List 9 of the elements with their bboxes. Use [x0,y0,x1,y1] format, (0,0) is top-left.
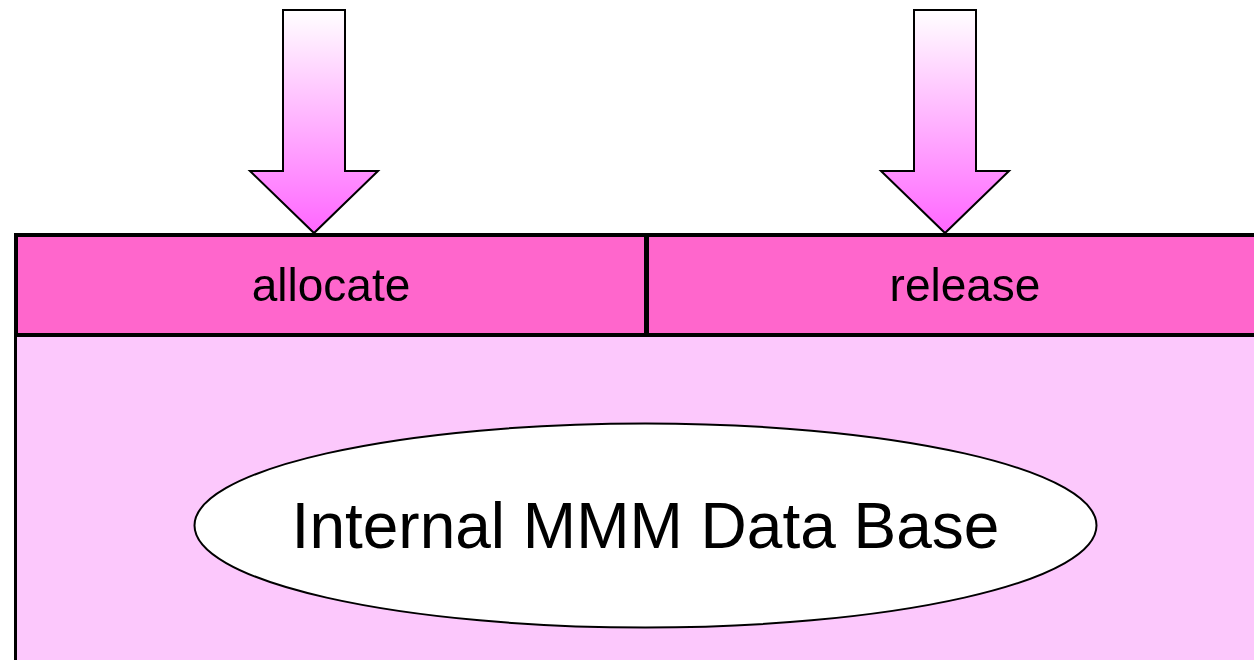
header-cell [645,233,1254,337]
node-label: allocate [251,257,411,313]
block-arrow [247,9,381,235]
header-cell [14,233,648,337]
container-box [14,233,1254,660]
database-ellipse [193,422,1098,629]
node-label: release [889,257,1041,313]
node-label: Internal MMM Data Base [291,488,1000,564]
block-arrow [878,9,1012,235]
